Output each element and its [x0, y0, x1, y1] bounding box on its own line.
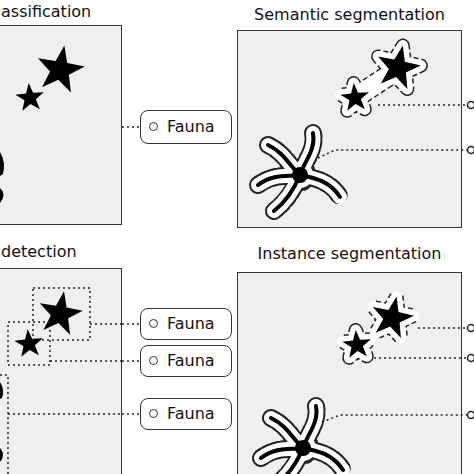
panel-title: detection — [1, 242, 77, 262]
leader-line — [122, 323, 140, 325]
label-tag: Fauna — [140, 308, 232, 340]
task-panel: Semantic segmentation — [237, 30, 462, 228]
label-tag: Fauna — [140, 398, 232, 430]
semantic-mask — [258, 41, 474, 211]
task-panel: detection — [0, 268, 122, 474]
label-tag: Fauna — [140, 345, 232, 377]
instance-masks — [261, 292, 474, 474]
task-panel: Instance segmentation — [237, 272, 462, 474]
tag-text: Fauna — [141, 399, 231, 428]
detection-boxes — [0, 288, 122, 474]
panel-title: Semantic segmentation — [238, 5, 461, 25]
tag-text: Fauna — [141, 346, 231, 375]
task-panel: assification — [0, 25, 122, 225]
leader-line — [122, 413, 140, 415]
tag-text: Fauna — [141, 111, 231, 142]
leader-line — [122, 126, 140, 128]
panel-title: assification — [1, 2, 91, 22]
panel-title: Instance segmentation — [238, 244, 461, 264]
tag-text: Fauna — [141, 309, 231, 338]
leader-line — [122, 360, 140, 362]
label-tag: Fauna — [140, 110, 232, 144]
star-shapes — [0, 41, 88, 203]
